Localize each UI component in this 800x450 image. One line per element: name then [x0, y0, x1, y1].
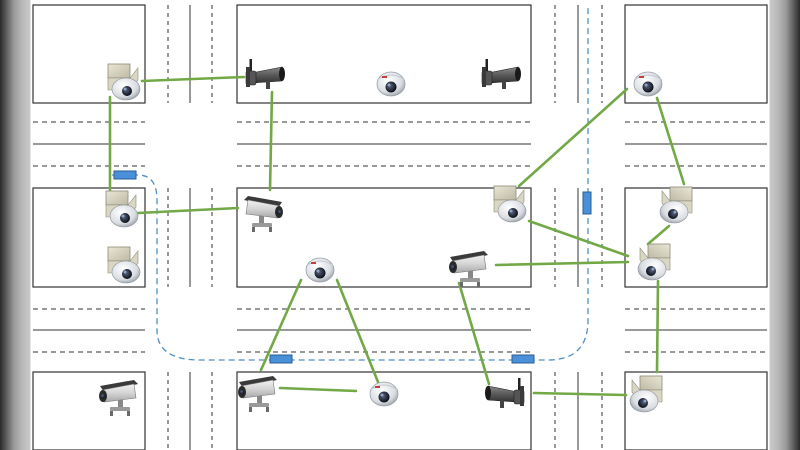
camera-link — [259, 278, 303, 372]
box-dome-camera-icon — [107, 63, 141, 101]
box-dome-camera-icon — [493, 185, 527, 223]
camera-link — [136, 206, 240, 215]
route-marker — [269, 354, 293, 364]
dome-camera-icon — [376, 71, 406, 97]
camera-link — [335, 278, 380, 384]
housing-camera-icon — [238, 376, 277, 412]
cameras — [99, 59, 693, 416]
route-path — [112, 5, 589, 361]
city-block — [236, 187, 532, 288]
route-marker — [582, 191, 592, 215]
road-lane-markings — [33, 5, 767, 450]
camera-links — [108, 75, 686, 397]
camera-link — [527, 219, 630, 258]
bullet-camera-icon — [481, 59, 521, 89]
camera-link — [646, 224, 671, 246]
box-dome-camera-icon — [659, 186, 693, 224]
housing-camera-icon — [99, 380, 138, 416]
box-dome-camera-icon — [105, 190, 139, 228]
camera-link — [457, 281, 491, 386]
box-dome-camera-icon — [629, 375, 663, 413]
route-marker — [113, 170, 137, 180]
box-dome-camera-icon — [107, 246, 141, 284]
camera-link — [140, 75, 246, 83]
dome-camera-icon — [305, 257, 335, 283]
city-blocks — [32, 4, 768, 450]
camera-link — [517, 87, 629, 188]
dome-camera-icon — [369, 381, 399, 407]
camera-link — [278, 386, 358, 393]
bullet-camera-icon — [245, 59, 285, 89]
camera-link — [532, 391, 628, 397]
patrol-route — [112, 5, 592, 364]
camera-link — [655, 279, 660, 374]
bullet-camera-icon — [485, 378, 525, 408]
housing-camera-icon — [244, 196, 283, 232]
housing-camera-icon — [449, 251, 488, 287]
route-marker — [511, 354, 535, 364]
camera-link — [268, 90, 274, 192]
box-dome-camera-icon — [637, 243, 671, 281]
camera-link — [655, 96, 686, 186]
dome-camera-icon — [633, 71, 663, 97]
camera-link — [494, 260, 630, 267]
